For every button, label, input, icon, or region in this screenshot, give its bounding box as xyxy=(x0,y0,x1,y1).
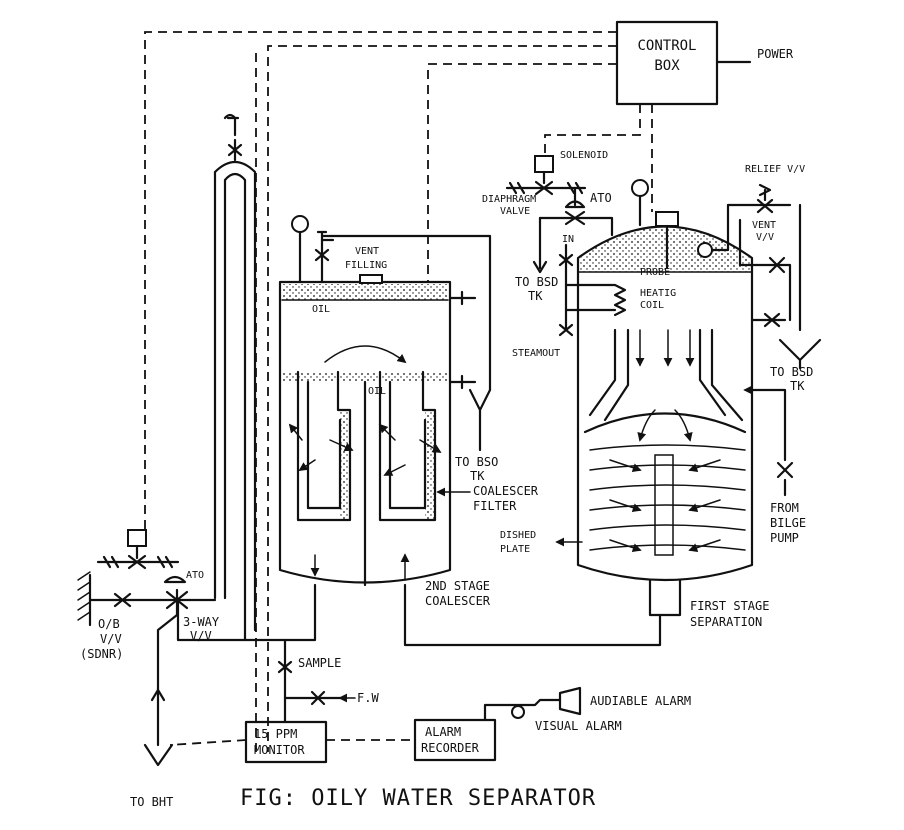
fw-label: F.W xyxy=(357,691,379,705)
sample-label: SAMPLE xyxy=(298,656,341,670)
dished-plate-label-2: PLATE xyxy=(500,544,530,555)
alarm-recorder-box xyxy=(413,718,497,762)
alarm-recorder-label-1: ALARM xyxy=(425,725,461,739)
overboard-piping xyxy=(77,113,257,767)
first-stage-vessel xyxy=(403,225,754,647)
ppm-monitor-label-2: MONITOR xyxy=(254,743,305,757)
second-stage-vessel xyxy=(176,280,452,642)
oil-discharge-valves xyxy=(505,155,627,337)
figure-caption: FIG: OILY WATER SEPARATOR xyxy=(240,786,596,811)
oil-mid-label: OIL xyxy=(368,386,386,397)
to-bht-label: TO BHT xyxy=(130,795,173,809)
from-bilge-label-1: FROM xyxy=(770,501,799,515)
diaphragm-label-2: VALVE xyxy=(500,206,530,217)
to-bsd-right-label-1: TO BSD xyxy=(770,365,813,379)
coalescer-filter-label-1: COALESCER xyxy=(473,484,539,498)
three-way-label-2: V/V xyxy=(190,629,212,643)
ato-top-label: ATO xyxy=(590,191,612,205)
vent-vv-label-1: VENT xyxy=(752,220,776,231)
ppm-monitor-box xyxy=(244,720,328,764)
first-stage-label-1: FIRST STAGE xyxy=(690,599,769,613)
probe-label: PROBE xyxy=(640,267,670,278)
ppm-monitor-label-1: 15 PPM xyxy=(254,727,297,741)
diaphragm-label-1: DIAPHRAGM xyxy=(482,194,536,205)
oil-top-label: OIL xyxy=(312,304,330,315)
monitoring xyxy=(169,638,582,764)
ob-vv-label-2: V/V xyxy=(100,632,122,646)
visual-alarm-icon xyxy=(511,705,525,719)
control-box-label-2: BOX xyxy=(654,58,680,74)
ob-vv-label-3: (SDNR) xyxy=(80,647,123,661)
heating-coil-label-1: HEATIG xyxy=(640,288,676,299)
probe-icon xyxy=(697,242,713,258)
vent-vv-label-2: V/V xyxy=(756,232,774,243)
coalescer-filter-label-2: FILTER xyxy=(473,499,517,513)
alarm-recorder-label-2: RECORDER xyxy=(421,741,480,755)
to-bso-label-2: TK xyxy=(470,469,485,483)
second-stage-top-fittings xyxy=(291,215,492,452)
in-label: IN xyxy=(562,234,574,245)
to-bsd-right-label-2: TK xyxy=(790,379,805,393)
audible-alarm-icon xyxy=(558,686,582,716)
to-bsd-left-label-1: TO BSD xyxy=(515,275,558,289)
pressure-gauge-2-icon xyxy=(291,215,309,233)
visual-alarm-label: VISUAL ALARM xyxy=(535,719,622,733)
vent-filling-label-2: FILLING xyxy=(345,260,387,271)
control-box: CONTROL BOX xyxy=(615,20,719,106)
three-way-label-1: 3-WAY xyxy=(183,615,220,629)
second-stage-label-2: COALESCER xyxy=(425,594,491,608)
relief-vv-label: RELIEF V/V xyxy=(745,164,805,175)
vent-filling-label-1: VENT xyxy=(355,246,379,257)
ob-vv-label-1: O/B xyxy=(98,617,120,631)
ato-bottom-label: ATO xyxy=(186,570,204,581)
solenoid-2-icon xyxy=(127,529,147,547)
audible-alarm-label: AUDIABLE ALARM xyxy=(590,694,691,708)
solenoid-label: SOLENOID xyxy=(560,150,608,161)
bilge-inlet xyxy=(743,385,794,497)
from-bilge-label-3: PUMP xyxy=(770,531,799,545)
to-bso-label-1: TO BSO xyxy=(455,455,498,469)
control-box-label-1: CONTROL xyxy=(637,38,696,54)
first-stage-label-2: SEPARATION xyxy=(690,615,762,629)
from-bilge-label-2: BILGE xyxy=(770,516,806,530)
power-label: POWER xyxy=(757,47,794,61)
steamout-label: STEAMOUT xyxy=(512,348,560,359)
first-stage-top-fittings xyxy=(631,179,822,370)
heating-coil-label-2: COIL xyxy=(640,300,664,311)
dished-plate-label-1: DISHED xyxy=(500,530,536,541)
solenoid-icon xyxy=(534,155,554,173)
pressure-gauge-icon xyxy=(631,179,649,197)
to-bsd-left-label-2: TK xyxy=(528,289,543,303)
signal-lines xyxy=(144,31,653,752)
second-stage-label-1: 2ND STAGE xyxy=(425,579,490,593)
